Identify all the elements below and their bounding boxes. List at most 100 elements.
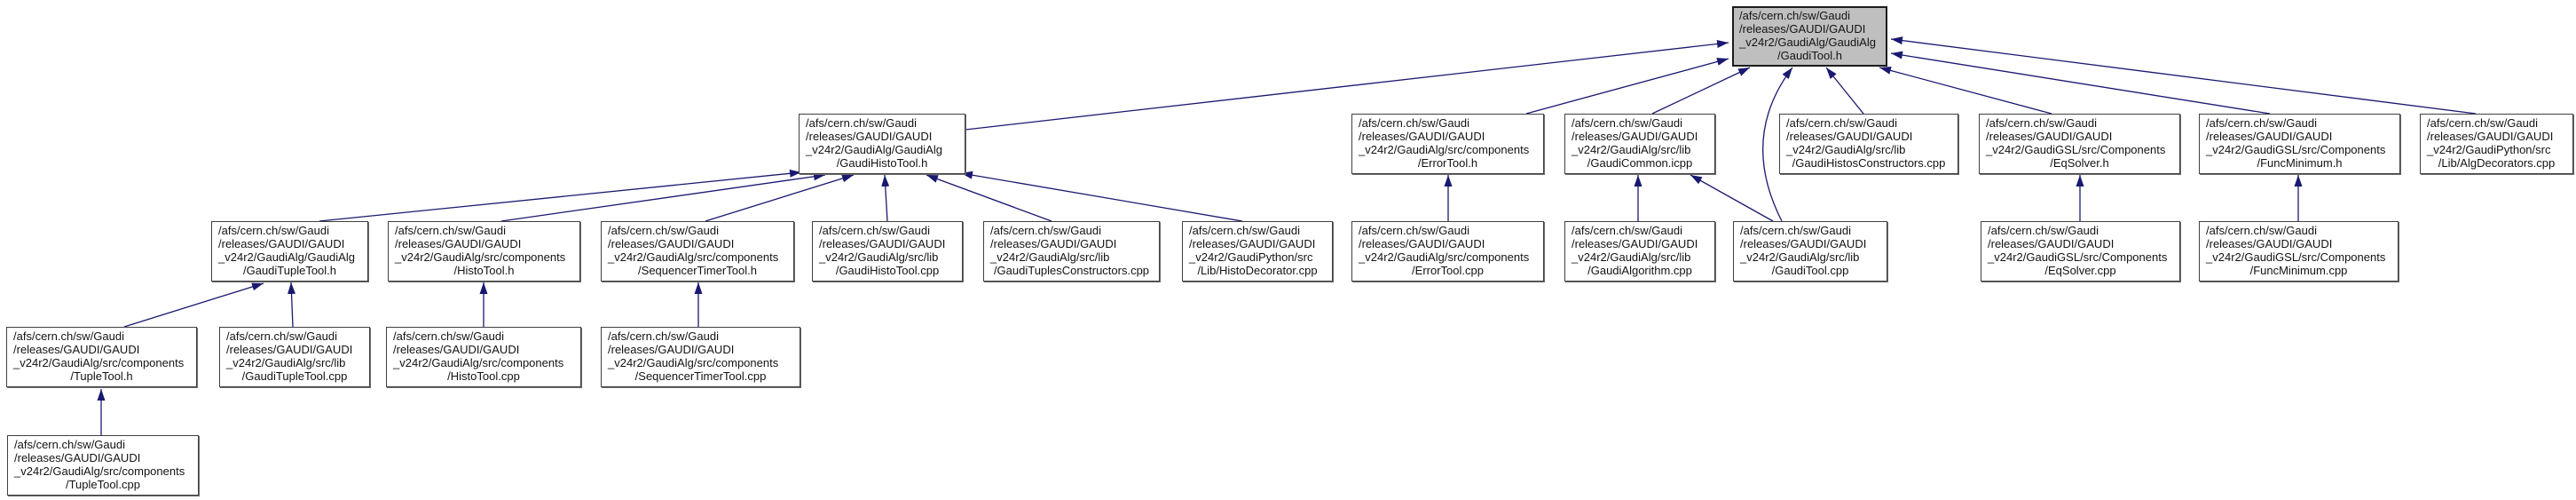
node-path-line: /afs/cern.ch/sw/Gaudi xyxy=(13,329,124,343)
graph-node-gaudihistosconstructors-cpp[interactable]: /afs/cern.ch/sw/Gaudi/releases/GAUDI/GAU… xyxy=(1779,114,1958,174)
node-path-line: /afs/cern.ch/sw/Gaudi xyxy=(395,224,506,237)
graph-node-funcminimum-cpp[interactable]: /afs/cern.ch/sw/Gaudi/releases/GAUDI/GAU… xyxy=(2199,221,2399,282)
node-path-line: _v24r2/GaudiAlg/src/components xyxy=(393,356,564,369)
edge-errortool-h-to-gauditool-h xyxy=(1525,58,1729,115)
node-path-line: _v24r2/GaudiAlg/src/lib xyxy=(819,250,939,264)
edge-gaudihistosconstructors-cpp-to-gauditool-h xyxy=(1825,67,1864,115)
graph-node-histodecorator-cpp[interactable]: /afs/cern.ch/sw/Gaudi/releases/GAUDI/GAU… xyxy=(1182,221,1333,282)
node-path-line: /GaudiCommon.icpp xyxy=(1587,156,1693,170)
node-path-line: _v24r2/GaudiAlg/src/lib xyxy=(226,356,346,369)
graph-node-gaudituletool-cpp[interactable]: /afs/cern.ch/sw/Gaudi/releases/GAUDI/GAU… xyxy=(219,327,370,387)
node-path-line: /releases/GAUDI/GAUDI xyxy=(393,343,520,356)
node-path-line: _v24r2/GaudiAlg/GaudiAlg xyxy=(218,250,355,264)
node-path-line: /afs/cern.ch/sw/Gaudi xyxy=(608,329,719,343)
node-path-line: /releases/GAUDI/GAUDI xyxy=(1359,237,1485,250)
edge-gaudicommon-icpp-to-gauditool-h xyxy=(1651,67,1751,115)
node-path-line: _v24r2/GaudiAlg/src/lib xyxy=(990,250,1110,264)
node-path-line: /afs/cern.ch/sw/Gaudi xyxy=(2206,116,2317,130)
node-path-line: _v24r2/GaudiAlg/src/lib xyxy=(1572,250,1691,264)
edge-gaudituletool-cpp-to-gaudituletool-h xyxy=(288,282,296,328)
node-path-line: /EqSolver.h xyxy=(2050,156,2109,170)
node-path-line: _v24r2/GaudiAlg/src/components xyxy=(1359,250,1530,264)
edge-eqsolver-h-to-gauditool-h xyxy=(1879,67,2052,115)
node-path-line: /afs/cern.ch/sw/Gaudi xyxy=(1986,116,2097,130)
graph-node-gauditool-h: /afs/cern.ch/sw/Gaudi/releases/GAUDI/GAU… xyxy=(1732,6,1887,67)
graph-node-gaudihistotool-cpp[interactable]: /afs/cern.ch/sw/Gaudi/releases/GAUDI/GAU… xyxy=(812,221,963,282)
node-path-line: _v24r2/GaudiGSL/src/Components xyxy=(2206,143,2386,156)
graph-node-histotool-h[interactable]: /afs/cern.ch/sw/Gaudi/releases/GAUDI/GAU… xyxy=(388,221,580,282)
node-path-line: /TupleTool.h xyxy=(70,369,133,383)
node-path-line: /GaudiTupleTool.cpp xyxy=(241,369,348,383)
node-path-line: _v24r2/GaudiAlg/src/components xyxy=(608,250,779,264)
graph-node-errortool-cpp[interactable]: /afs/cern.ch/sw/Gaudi/releases/GAUDI/GAU… xyxy=(1351,221,1544,282)
node-path-line: /afs/cern.ch/sw/Gaudi xyxy=(1572,224,1682,237)
node-path-line: /afs/cern.ch/sw/Gaudi xyxy=(14,438,125,451)
node-path-line: /releases/GAUDI/GAUDI xyxy=(1986,130,2113,143)
node-path-line: /GaudiTool.h xyxy=(1777,49,1842,62)
node-path-line: _v24r2/GaudiAlg/src/components xyxy=(13,356,185,369)
node-path-line: /releases/GAUDI/GAUDI xyxy=(395,237,522,250)
node-path-line: /ErrorTool.h xyxy=(1417,156,1478,170)
node-path-line: /releases/GAUDI/GAUDI xyxy=(1572,130,1698,143)
node-path-line: /Lib/AlgDecorators.cpp xyxy=(2438,156,2556,170)
node-path-line: /releases/GAUDI/GAUDI xyxy=(1740,237,1867,250)
node-path-line: /GaudiHistoTool.h xyxy=(836,156,928,170)
node-path-line: /FuncMinimum.cpp xyxy=(2249,264,2348,277)
graph-node-errortool-h[interactable]: /afs/cern.ch/sw/Gaudi/releases/GAUDI/GAU… xyxy=(1351,114,1544,174)
edge-gauditool-cpp-to-gaudicommon-icpp xyxy=(1690,174,1774,222)
graph-node-sequencertimertool-cpp[interactable]: /afs/cern.ch/sw/Gaudi/releases/GAUDI/GAU… xyxy=(601,327,800,387)
node-path-line: /releases/GAUDI/GAUDI xyxy=(14,451,141,464)
edge-histotool-h-to-gaudihistotool-h xyxy=(500,172,826,222)
edge-histodecorator-cpp-to-gaudihistotool-h xyxy=(960,171,1243,222)
node-path-line: /afs/cern.ch/sw/Gaudi xyxy=(806,116,917,130)
node-path-line: /releases/GAUDI/GAUDI xyxy=(2206,130,2333,143)
node-path-line: /SequencerTimerTool.h xyxy=(638,264,757,277)
node-path-line: /releases/GAUDI/GAUDI xyxy=(819,237,946,250)
node-path-line: _v24r2/GaudiAlg/GaudiAlg xyxy=(806,143,942,156)
graph-node-gaudihistotool-h[interactable]: /afs/cern.ch/sw/Gaudi/releases/GAUDI/GAU… xyxy=(799,114,965,174)
node-path-line: /releases/GAUDI/GAUDI xyxy=(1572,237,1698,250)
edge-gaudihistotool-h-to-gauditool-h xyxy=(965,40,1729,131)
node-path-line: /releases/GAUDI/GAUDI xyxy=(218,237,345,250)
graph-node-eqsolver-cpp[interactable]: /afs/cern.ch/sw/Gaudi/releases/GAUDI/GAU… xyxy=(1981,221,2180,282)
graph-node-eqsolver-h[interactable]: /afs/cern.ch/sw/Gaudi/releases/GAUDI/GAU… xyxy=(1979,114,2180,174)
node-path-line: _v24r2/GaudiPython/src xyxy=(1189,250,1313,264)
node-path-line: /TupleTool.cpp xyxy=(65,478,141,491)
graph-node-histotool-cpp[interactable]: /afs/cern.ch/sw/Gaudi/releases/GAUDI/GAU… xyxy=(386,327,581,387)
node-path-line: /releases/GAUDI/GAUDI xyxy=(1786,130,1913,143)
node-path-line: /releases/GAUDI/GAUDI xyxy=(13,343,140,356)
edge-sequencertimertool-h-to-gaudihistotool-h xyxy=(705,174,855,222)
node-path-line: _v24r2/GaudiAlg/src/components xyxy=(1359,143,1530,156)
node-path-line: _v24r2/GaudiAlg/GaudiAlg xyxy=(1739,36,1876,49)
graph-node-gaudituplesconstructors-cpp[interactable]: /afs/cern.ch/sw/Gaudi/releases/GAUDI/GAU… xyxy=(983,221,1160,282)
graph-node-gaudialgorithm-cpp[interactable]: /afs/cern.ch/sw/Gaudi/releases/GAUDI/GAU… xyxy=(1564,221,1715,282)
node-path-line: /releases/GAUDI/GAUDI xyxy=(608,237,735,250)
graph-node-algdecorators-cpp[interactable]: /afs/cern.ch/sw/Gaudi/releases/GAUDI/GAU… xyxy=(2420,114,2573,174)
graph-node-gauditool-cpp[interactable]: /afs/cern.ch/sw/Gaudi/releases/GAUDI/GAU… xyxy=(1733,221,1887,282)
node-path-line: _v24r2/GaudiAlg/src/lib xyxy=(1572,143,1691,156)
graph-node-sequencertimertool-h[interactable]: /afs/cern.ch/sw/Gaudi/releases/GAUDI/GAU… xyxy=(601,221,794,282)
node-path-line: /SequencerTimerTool.cpp xyxy=(634,369,767,383)
node-path-line: /afs/cern.ch/sw/Gaudi xyxy=(819,224,930,237)
graph-node-gaudituletool-h[interactable]: /afs/cern.ch/sw/Gaudi/releases/GAUDI/GAU… xyxy=(211,221,368,282)
graph-node-funcminimum-h[interactable]: /afs/cern.ch/sw/Gaudi/releases/GAUDI/GAU… xyxy=(2199,114,2400,174)
node-path-line: _v24r2/GaudiAlg/src/lib xyxy=(1740,250,1860,264)
graph-node-gaudicommon-icpp[interactable]: /afs/cern.ch/sw/Gaudi/releases/GAUDI/GAU… xyxy=(1564,114,1715,174)
node-path-line: /releases/GAUDI/GAUDI xyxy=(1359,130,1485,143)
graph-node-tupletool-cpp[interactable]: /afs/cern.ch/sw/Gaudi/releases/GAUDI/GAU… xyxy=(7,435,199,496)
node-path-line: /afs/cern.ch/sw/Gaudi xyxy=(2427,116,2538,130)
node-path-line: /GaudiAlgorithm.cpp xyxy=(1587,264,1692,277)
node-path-line: /releases/GAUDI/GAUDI xyxy=(1739,22,1866,36)
edge-gaudituplesconstructors-cpp-to-gaudihistotool-h xyxy=(926,174,1052,222)
node-path-line: /HistoTool.cpp xyxy=(447,369,520,383)
node-path-line: /Lib/HistoDecorator.cpp xyxy=(1197,264,1318,277)
node-path-line: /releases/GAUDI/GAUDI xyxy=(2206,237,2333,250)
node-path-line: /afs/cern.ch/sw/Gaudi xyxy=(226,329,337,343)
node-path-line: _v24r2/GaudiAlg/src/lib xyxy=(1786,143,1906,156)
node-path-line: /afs/cern.ch/sw/Gaudi xyxy=(1359,224,1469,237)
node-path-line: /afs/cern.ch/sw/Gaudi xyxy=(990,224,1101,237)
graph-node-tupletool-h[interactable]: /afs/cern.ch/sw/Gaudi/releases/GAUDI/GAU… xyxy=(6,327,197,387)
node-path-line: /GaudiTool.cpp xyxy=(1771,264,1849,277)
edge-funcminimum-h-to-gauditool-h xyxy=(1890,51,2271,115)
